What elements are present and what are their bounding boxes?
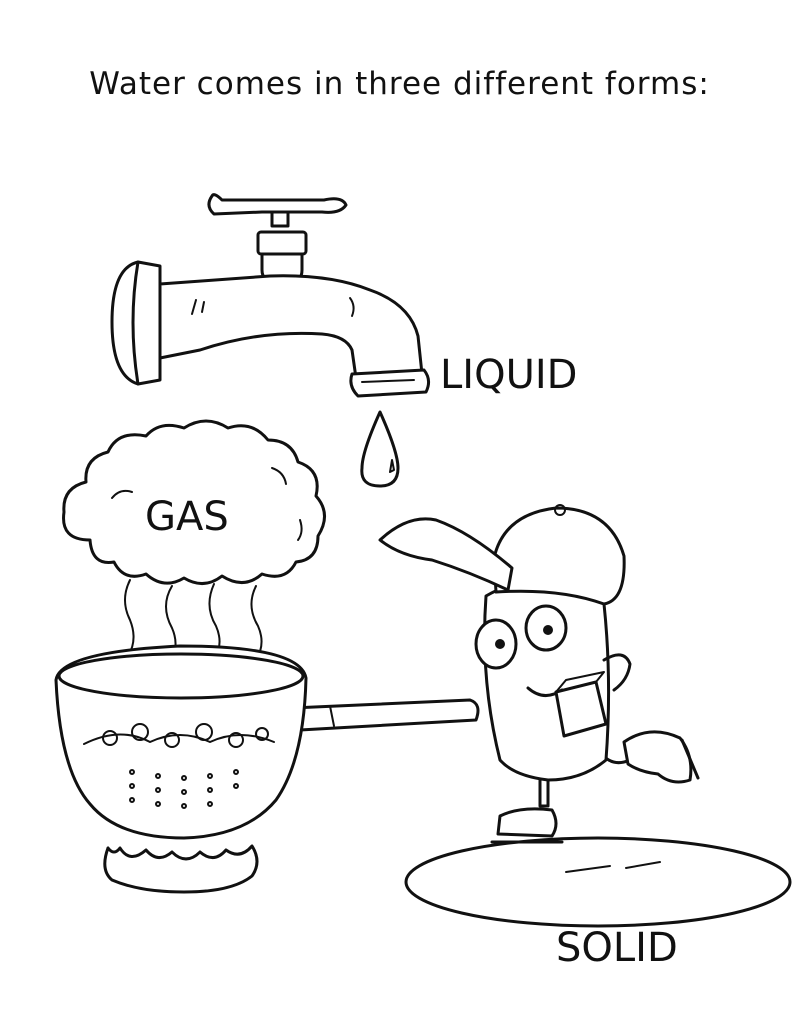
ice-cube-character-drawing [378,504,700,844]
solid-label: SOLID [556,925,678,971]
ice-puddle-drawing [404,836,792,928]
liquid-label: LIQUID [440,352,578,398]
gas-label: GAS [145,494,229,540]
steam-cloud-drawing [62,419,326,665]
page-title: Water comes in three different forms: [89,66,710,102]
pot-drawing [54,644,480,894]
faucet-drawing [110,193,431,488]
